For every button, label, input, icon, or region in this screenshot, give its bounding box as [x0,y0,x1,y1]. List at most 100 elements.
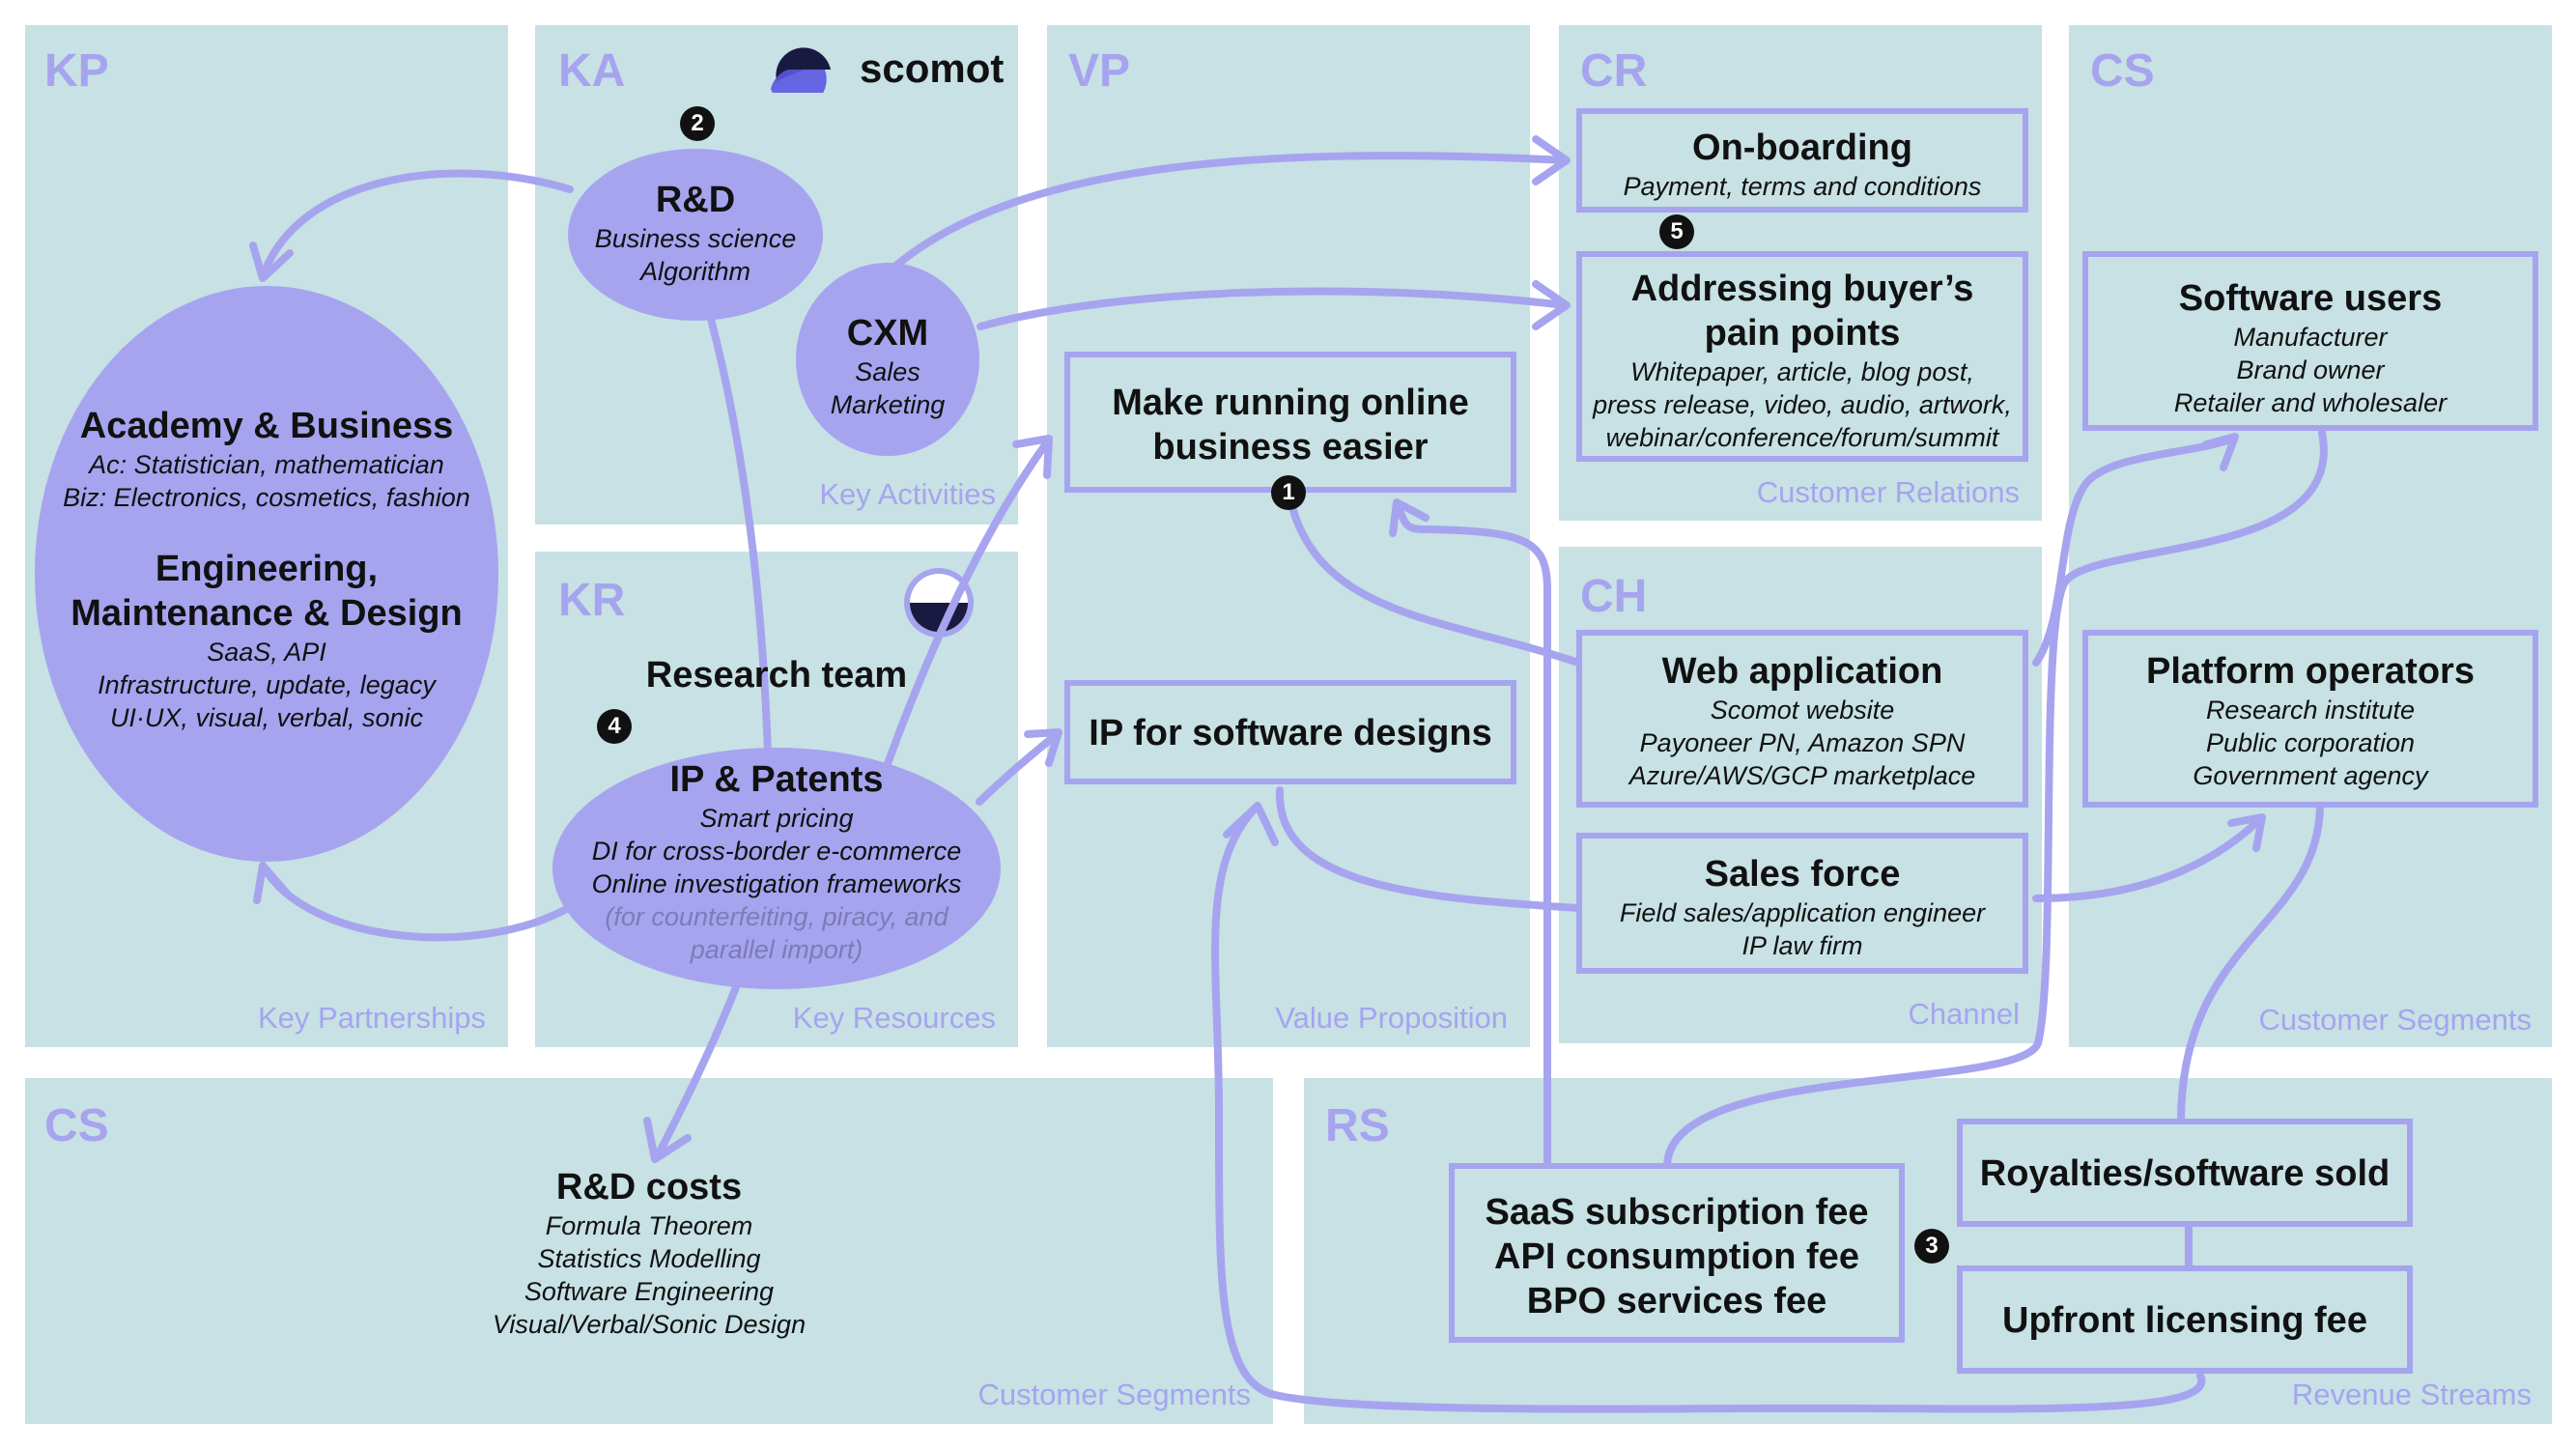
web-application-line: Scomot website [1710,696,1895,724]
rd-costs-line: Formula Theorem [545,1211,753,1240]
panel-label: Value Proposition [1275,1001,1508,1035]
panel-customer-segments [2069,25,2552,1047]
scomot-logo-icon [771,47,831,93]
half-circle-icon [904,568,974,638]
ip-line-muted: parallel import) [690,935,863,964]
badge-5: 5 [1659,214,1694,249]
web-application-line: Payoneer PN, Amazon SPN [1639,728,1966,757]
academy-line: Biz: Electronics, cosmetics, fashion [63,483,470,512]
platform-operators-line: Research institute [2205,696,2416,724]
badge-3: 3 [1914,1229,1949,1264]
make-running-line: Make running online [1112,383,1469,423]
pain-points-line: webinar/conference/forum/summit [1605,423,1999,452]
panel-label: Customer Segments [2258,1003,2532,1037]
pain-points-title: Addressing buyer’s [1630,269,1974,309]
panel-code: CS [44,1100,109,1151]
ip-title: IP & Patents [669,759,884,800]
panel-label: Key Resources [792,1001,996,1035]
platform-operators-line: Public corporation [2205,728,2416,757]
panel-code: KA [558,45,626,97]
panel-label: Customer Relations [1756,475,2020,509]
panel-code: CR [1580,45,1648,97]
panel-code: VP [1068,45,1131,97]
pain-points-line: Whitepaper, article, blog post, [1630,357,1974,386]
cxm-node: CXM Sales Marketing [796,263,979,456]
ip-software-title: IP for software designs [1089,713,1492,753]
rd-costs-block: R&D costs Formula Theorem Statistics Mod… [456,1165,842,1341]
line-sales-to-ipsoft [1275,786,1582,912]
onboarding-box: On-boarding Payment, terms and condition… [1576,108,2028,213]
ip-line: DI for cross-border e-commerce [591,837,962,866]
sales-force-line: IP law firm [1741,931,1863,960]
arrow-saas-to-make [1395,502,1551,1165]
panel-value-proposition [1047,25,1530,1047]
ip-line: Smart pricing [699,804,854,833]
rd-line: Algorithm [639,257,751,286]
arrow-ip-to-ipsoft [976,730,1061,806]
saas-fee-box: SaaS subscription fee API consumption fe… [1449,1163,1905,1343]
engineering-title: Maintenance & Design [71,593,463,634]
arrow-upfront-to-ipsoft [1211,804,2206,1413]
platform-operators-line: Government agency [2193,761,2428,790]
line-users-to-saas [1663,429,2328,1169]
web-application-box: Web application Scomot website Payoneer … [1576,630,2028,808]
sales-force-line: Field sales/application engineer [1619,898,1986,927]
badge-1: 1 [1271,475,1306,510]
arrow-sales-to-platform [2032,815,2264,902]
brand-name: scomot [860,45,1005,91]
rd-costs-line: Statistics Modelling [537,1244,761,1273]
rd-costs-line: Visual/Verbal/Sonic Design [492,1310,807,1339]
arrow-ip-to-rdcosts [653,983,740,1161]
software-users-box: Software users Manufacturer Brand owner … [2082,251,2538,431]
ip-software-box: IP for software designs [1064,680,1516,784]
panel-code: CH [1580,571,1648,622]
engineering-line: SaaS, API [207,638,326,667]
ip-patents-node: IP & Patents Smart pricing DI for cross-… [552,748,1001,989]
research-team-label: Research team [645,655,908,696]
rd-line: Business science [594,224,797,253]
academy-title: Academy & Business [79,406,454,446]
upfront-fee-title: Upfront licensing fee [2002,1300,2367,1341]
rd-costs-line: Software Engineering [524,1277,775,1306]
badge-4: 4 [597,709,632,744]
cxm-line: Marketing [830,390,946,419]
pain-points-line: press release, video, audio, artwork, [1593,390,2012,419]
ip-line: Online investigation frameworks [591,869,962,898]
arrow-cxm-to-painpoints [977,287,1569,330]
web-application-title: Web application [1661,651,1943,692]
pain-points-title: pain points [1704,313,1901,354]
panel-code: KP [44,45,109,97]
arrow-rd-to-academy [259,169,574,280]
engineering-line: Infrastructure, update, legacy [98,670,436,699]
cxm-line: Sales [855,357,920,386]
panel-label: Revenue Streams [2291,1378,2532,1411]
upfront-fee-box: Upfront licensing fee [1957,1265,2413,1374]
scomot-logo: scomot [767,44,1018,93]
arrow-webapp-to-make [1286,491,1582,667]
rd-node: R&D Business science Algorithm [568,149,823,321]
arrow-ip-to-academy [259,862,572,942]
arrow-cxm-to-onboarding [889,152,1569,272]
cxm-title: CXM [846,313,929,354]
onboarding-title: On-boarding [1692,128,1912,168]
royalties-box: Royalties/software sold [1957,1119,2413,1227]
platform-operators-title: Platform operators [2146,651,2475,692]
pain-points-box: Addressing buyer’s pain points Whitepape… [1576,251,2028,462]
line-rd-to-ip [707,315,772,757]
panel-code: KR [558,575,626,626]
saas-fee-line: SaaS subscription fee [1485,1192,1869,1233]
engineering-line: UI·UX, visual, verbal, sonic [109,703,424,732]
academy-line: Ac: Statistician, mathematician [89,450,444,479]
panel-label: Customer Segments [977,1378,1251,1411]
panel-label: Key Partnerships [257,1001,486,1035]
panel-customer-relations [1559,25,2042,521]
sales-force-title: Sales force [1704,854,1901,895]
platform-operators-box: Platform operators Research institute Pu… [2082,630,2538,808]
software-users-line: Retailer and wholesaler [2173,388,2448,417]
line-platform-to-royalties [2177,802,2324,1122]
royalties-title: Royalties/software sold [1979,1153,2391,1194]
ip-line-muted: (for counterfeiting, piracy, and [605,902,948,931]
panel-code: RS [1325,1100,1390,1151]
panel-code: CS [2090,45,2155,97]
